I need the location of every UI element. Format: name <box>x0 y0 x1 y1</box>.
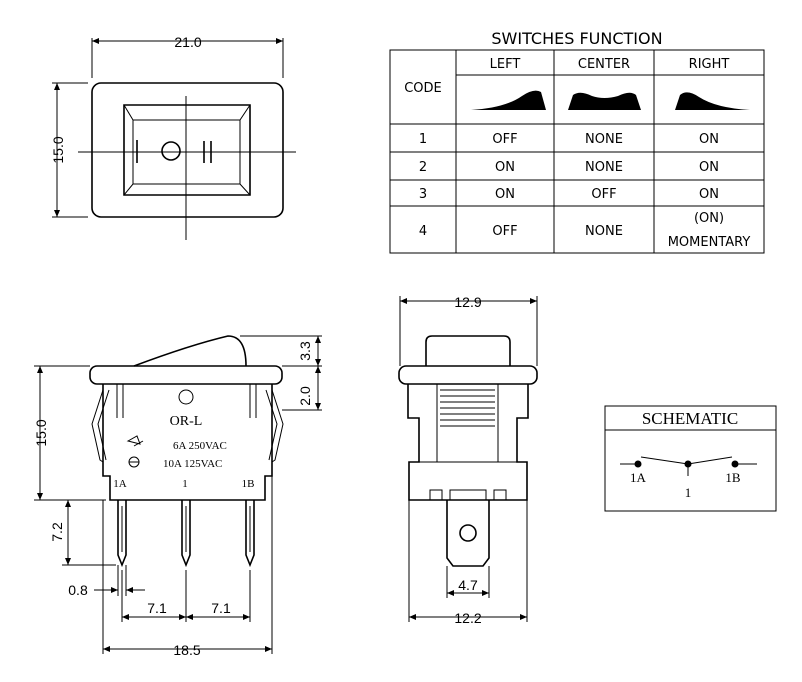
row2-center: NONE <box>585 160 623 175</box>
dim-7-2: 7.2 <box>49 522 65 542</box>
header-left: LEFT <box>490 57 521 72</box>
row1-center: NONE <box>585 132 623 147</box>
schematic-label-1b: 1B <box>725 470 741 485</box>
pin-1b <box>245 500 255 568</box>
rocker-bevel-bottom <box>123 183 251 196</box>
width-dimension: 21.0 <box>174 34 201 50</box>
rocker-left-icon <box>471 90 546 110</box>
rocker-right-icon <box>675 92 750 110</box>
row2-code: 2 <box>419 160 427 175</box>
dim-12-9: 12.9 <box>454 294 481 310</box>
dim-7-1-left: 7.1 <box>147 600 167 616</box>
pin-1a <box>117 500 127 568</box>
dim-18-5: 18.5 <box>173 642 200 658</box>
schematic-label-1a: 1A <box>630 470 647 485</box>
pin-label-1b: 1B <box>242 478 255 490</box>
header-right: RIGHT <box>689 57 730 72</box>
dim-2-0: 2.0 <box>297 386 313 406</box>
left-clip <box>91 389 104 463</box>
rocker-bevel-top <box>123 104 251 121</box>
rocker-outer <box>123 104 251 196</box>
row1-left: OFF <box>492 132 517 147</box>
top-view: 21.0 15.0 <box>50 34 296 240</box>
model-label: OR-L <box>170 414 203 429</box>
terminal-base <box>449 489 487 501</box>
rocker-center-icon <box>568 92 641 110</box>
table-title: SWITCHES FUNCTION <box>491 29 662 48</box>
row3-center: OFF <box>591 187 616 202</box>
row1-right: ON <box>699 132 719 147</box>
flange <box>89 365 283 385</box>
pin-label-1a: 1A <box>113 478 127 490</box>
switches-function-table: SWITCHES FUNCTION CODE LEFT CENTER RIGHT… <box>389 29 765 254</box>
schematic-box: SCHEMATIC 1A 1 1B <box>604 405 777 512</box>
off-symbol-icon <box>161 141 181 161</box>
dim-4-7: 4.7 <box>458 577 478 593</box>
dim-7-1-right: 7.1 <box>211 600 231 616</box>
row4-code: 4 <box>419 224 427 239</box>
row3-left: ON <box>495 187 515 202</box>
schematic-label-1: 1 <box>685 485 692 500</box>
end-flange <box>398 365 538 385</box>
contact-arm-left <box>640 456 689 465</box>
body-outline <box>102 384 273 501</box>
end-body-outline <box>407 384 529 501</box>
right-clip <box>271 389 284 463</box>
certification-mark-icon <box>126 435 144 447</box>
row2-left: ON <box>495 160 515 175</box>
row1-code: 1 <box>419 132 427 147</box>
pin-1 <box>181 500 191 568</box>
height-dimension: 15.0 <box>50 136 66 163</box>
mounting-hole <box>178 389 194 405</box>
row2-right: ON <box>699 160 719 175</box>
terminal <box>446 500 490 567</box>
side-view: OR-L 6A 250VAC 10A 125VAC 1A 1 1B 3.3 2.… <box>33 335 322 658</box>
row3-right: ON <box>699 187 719 202</box>
terminal-hole <box>459 524 477 542</box>
row3-code: 3 <box>419 187 427 202</box>
header-code: CODE <box>404 81 442 96</box>
schematic-title: SCHEMATIC <box>642 409 738 428</box>
rocker-profile <box>133 335 247 367</box>
terminal-1a-dot <box>634 460 642 468</box>
switch-frame <box>91 82 284 218</box>
dim-3-3: 3.3 <box>297 341 313 361</box>
rocker-cap <box>425 335 511 366</box>
end-view: 12.9 4.7 12.2 <box>398 294 538 626</box>
row4-right-line2: MOMENTARY <box>668 235 751 250</box>
row4-left: OFF <box>492 224 517 239</box>
dim-0-8: 0.8 <box>68 582 88 598</box>
dim-15-0: 15.0 <box>33 419 49 446</box>
row4-right-line1: (ON) <box>694 211 724 226</box>
rating-line-2: 10A 125VAC <box>163 458 222 470</box>
rating-line-1: 6A 250VAC <box>173 440 227 452</box>
pin-label-1: 1 <box>182 478 188 490</box>
row4-center: NONE <box>585 224 623 239</box>
dim-12-2: 12.2 <box>454 610 481 626</box>
header-center: CENTER <box>578 57 630 72</box>
contact-arm-right <box>687 456 733 465</box>
